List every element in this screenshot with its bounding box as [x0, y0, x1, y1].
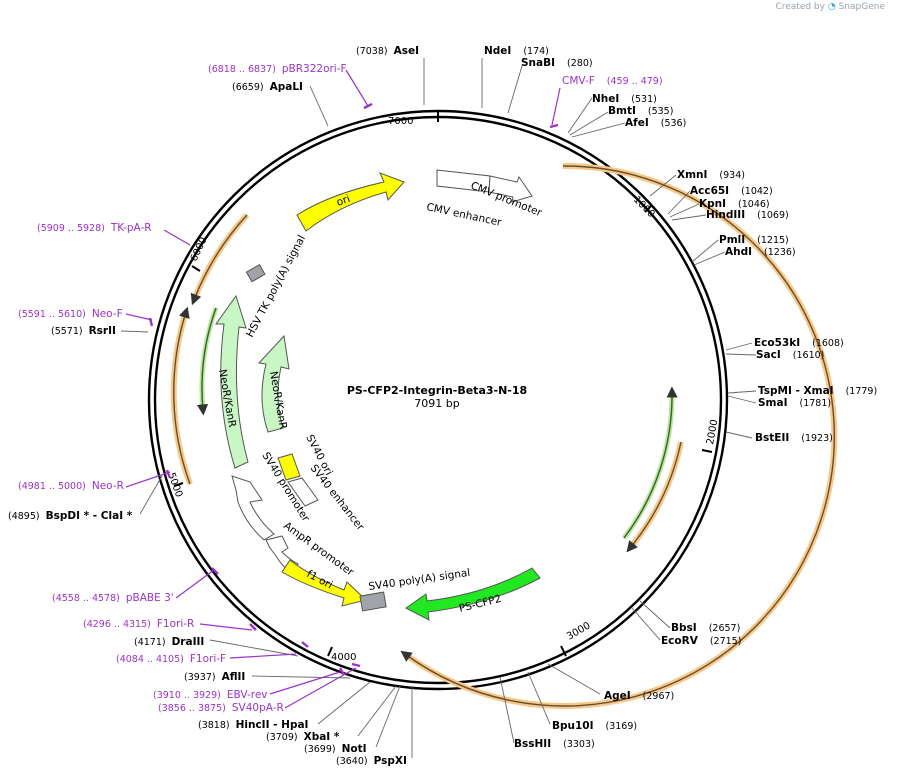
neo-inner-arrow[interactable] [257, 334, 290, 433]
primer-labels: (6818 .. 6837)pBR322ori-F CMV-F(459 .. 4… [18, 63, 663, 714]
site-xmnI[interactable]: XmnI(934) [677, 169, 745, 181]
sv40-promoter-arrow[interactable] [231, 475, 275, 541]
primer-f1ori-r[interactable]: (4296 .. 4315)F1ori-R [83, 618, 194, 630]
primer-pbr322ori-f[interactable]: (6818 .. 6837)pBR322ori-F [208, 63, 347, 75]
ticks [173, 112, 713, 657]
plasmid-size: 7091 bp [414, 397, 459, 410]
site-ecoRV[interactable]: EcoRV(2715) [661, 635, 741, 647]
site-eco53kI[interactable]: Eco53kI(1608) [754, 337, 844, 349]
snapgene-credit: Created by ◔ SnapGene [775, 2, 885, 12]
ori-arrow[interactable] [296, 172, 405, 232]
site-rsrII[interactable]: (5571)RsrII [51, 325, 116, 337]
backbone-outer [147, 109, 729, 691]
ori-label: ori [335, 193, 352, 209]
credit-brand: SnapGene [838, 2, 885, 12]
site-afeI[interactable]: AfeI(536) [625, 117, 686, 129]
site-ahdI[interactable]: AhdI(1236) [725, 246, 796, 258]
primer-ebv-rev[interactable]: (3910 .. 3929)EBV-rev [153, 689, 268, 701]
site-apaLI[interactable]: (6659)ApaLI [232, 81, 303, 93]
site-bbsI[interactable]: BbsI(2657) [671, 622, 740, 634]
site-sacI[interactable]: SacI(1610) [756, 349, 824, 361]
credit-prefix: Created by [775, 2, 825, 12]
site-pspXI[interactable]: (3640)PspXI [336, 755, 407, 767]
orf-green [622, 391, 675, 540]
f1-ori-arrow[interactable] [281, 559, 368, 607]
site-leaders [120, 58, 757, 758]
site-bmtI[interactable]: BmtI(535) [608, 105, 673, 117]
primer-cmv-f[interactable]: CMV-F(459 .. 479) [562, 75, 663, 87]
primer-leaders [125, 69, 561, 709]
site-xbaI[interactable]: (3709)XbaI * [266, 731, 340, 743]
orf-left-upper [191, 212, 250, 302]
site-hincII-hpaI[interactable]: (3818)HincII - HpaI [198, 719, 308, 731]
snapgene-logo-icon: ◔ [827, 2, 836, 12]
site-notI[interactable]: (3699)NotI [304, 743, 367, 755]
site-bstEII[interactable]: BstEII(1923) [755, 432, 833, 444]
hsv-tk-polya-label: HSV TK poly(A) signal [244, 233, 308, 339]
plasmid-name: PS-CFP2-Integrin-Beta3-N-18 [347, 384, 527, 397]
sv40-ori-box[interactable] [277, 453, 301, 481]
site-ageI[interactable]: AgeI(2967) [604, 690, 674, 702]
primer-sv40pa-r[interactable]: (3856 .. 3875)SV40pA-R [158, 702, 284, 714]
site-aflII[interactable]: (3937)AflII [184, 671, 245, 683]
site-tspMI-xmaI[interactable]: TspMI - XmaI(1779) [758, 385, 877, 397]
sv40-polya-label: SV40 poly(A) signal [368, 567, 471, 593]
site-bssHII[interactable]: BssHII(3303) [514, 738, 595, 750]
site-kpnI[interactable]: KpnI(1046) [699, 198, 770, 210]
site-bpu10I[interactable]: Bpu10I(3169) [552, 720, 637, 732]
orf-mid [627, 441, 684, 550]
site-snabI[interactable]: SnaBI(280) [521, 57, 593, 69]
sv40-polya-box[interactable] [359, 591, 387, 612]
tick-7000: 7000 [388, 116, 413, 127]
primer-neo-f[interactable]: (5591 .. 5610)Neo-F [18, 308, 123, 320]
hsv-tk-polya-box[interactable] [245, 263, 266, 283]
site-bspDI-claI[interactable]: (4895)BspDI * - ClaI * [8, 510, 133, 522]
site-pmlI[interactable]: PmlI(1215) [719, 234, 789, 246]
primer-pbabe-3[interactable]: (4558 .. 4578)pBABE 3' [52, 592, 174, 604]
tick-4000: 4000 [331, 652, 356, 663]
ps-cfp2-arrow[interactable] [405, 567, 541, 621]
site-nheI[interactable]: NheI(531) [592, 93, 657, 105]
site-smaI[interactable]: SmaI(1781) [758, 397, 831, 409]
site-ndeI[interactable]: NdeI(174) [484, 45, 549, 57]
primer-f1ori-f[interactable]: (4084 .. 4105)F1ori-F [116, 653, 226, 665]
tick-2000: 2000 [705, 419, 720, 446]
site-draIII[interactable]: (4171)DraIII [134, 636, 204, 648]
site-hindIII[interactable]: HindIII(1069) [706, 209, 789, 221]
cmv-promoter-arrow[interactable] [488, 175, 533, 203]
primer-tk-pa-r[interactable]: (5909 .. 5928)TK-pA-R [37, 222, 152, 234]
primer-neo-r[interactable]: (4981 .. 5000)Neo-R [18, 480, 124, 492]
orf-arcs [170, 162, 838, 709]
site-aseI[interactable]: (7038)AseI [356, 45, 419, 57]
site-acc65I[interactable]: Acc65I(1042) [690, 185, 773, 197]
sv40-enhancer-box[interactable] [287, 477, 319, 507]
cmv-enhancer-label: CMV enhancer [425, 201, 503, 229]
neo-outer-arrow[interactable] [215, 294, 249, 469]
site-labels: (7038)AseI NdeI(174) SnaBI(280) NheI(531… [8, 45, 877, 767]
